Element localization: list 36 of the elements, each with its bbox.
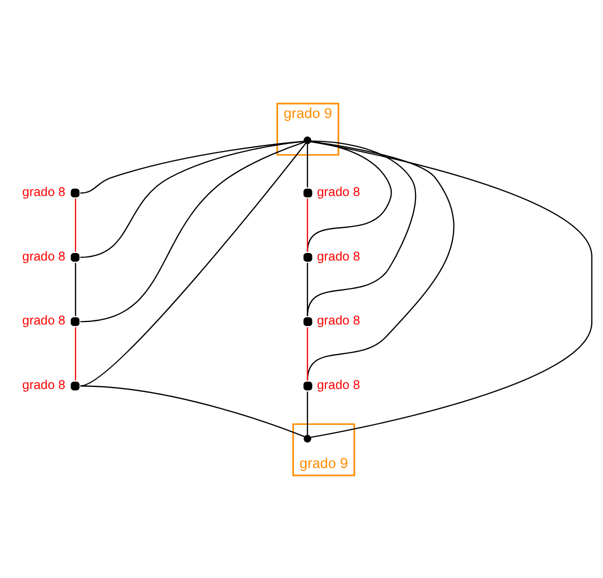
node-label: grado 8 bbox=[22, 313, 66, 328]
node-label: grado 8 bbox=[22, 184, 66, 199]
node-circle bbox=[303, 252, 312, 262]
connector bbox=[306, 326, 308, 380]
connector bbox=[306, 198, 308, 252]
node-circle bbox=[303, 188, 312, 197]
node-label: grado 8 bbox=[316, 378, 360, 392]
node-label: grado 8 bbox=[316, 184, 360, 199]
connector bbox=[74, 326, 76, 380]
connector bbox=[74, 198, 76, 252]
node-circle bbox=[70, 252, 80, 262]
connector bbox=[306, 262, 308, 316]
connector bbox=[80, 141, 304, 322]
node-label: grado 8 bbox=[316, 313, 360, 328]
node-circle bbox=[70, 316, 80, 326]
node-label: grado 8 bbox=[22, 248, 66, 263]
connector bbox=[306, 140, 454, 380]
connector bbox=[80, 142, 306, 386]
connector bbox=[306, 140, 392, 252]
connector bbox=[306, 143, 308, 187]
cluster: grado 9 bbox=[292, 422, 356, 476]
connector bbox=[80, 140, 304, 258]
node-label: grado 8 bbox=[22, 378, 66, 392]
connector bbox=[306, 391, 308, 435]
node-circle bbox=[70, 381, 80, 390]
connector bbox=[74, 262, 76, 316]
node-circle bbox=[303, 316, 312, 326]
node-circle bbox=[303, 381, 312, 390]
connector bbox=[80, 384, 305, 437]
node-label: grado 8 bbox=[316, 248, 360, 263]
connector bbox=[310, 140, 592, 438]
node-circle bbox=[70, 188, 80, 197]
connector bbox=[306, 140, 416, 316]
node-circle bbox=[304, 136, 312, 144]
cluster: grado 9 bbox=[276, 102, 340, 156]
node-circle bbox=[304, 434, 312, 442]
